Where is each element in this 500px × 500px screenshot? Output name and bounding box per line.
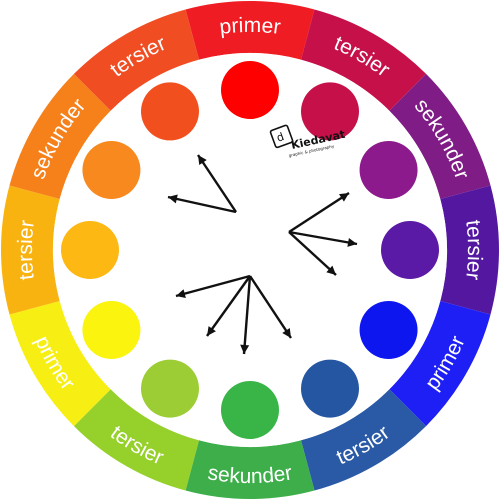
color-swatch [359,141,418,199]
color-swatch [359,301,418,359]
wheel-segment-sekunder [389,73,491,200]
harmony-arrows [167,154,358,355]
wheel-segment-tersier [300,389,427,491]
color-swatch [82,301,141,359]
color-swatch [141,82,199,141]
segment-label-sekunder: sekunder [206,461,294,488]
wheel-segment-sekunder [185,440,315,499]
arrow-split-a [288,191,350,234]
wheel-segment-tersier [73,9,200,111]
color-swatches [61,61,439,439]
svg-text:d: d [275,130,286,145]
wheel-segment-tersier [300,9,427,111]
segment-label-primer: primer [218,14,282,39]
color-swatch [141,359,199,418]
arrow-tetradic-b [206,275,251,337]
arrow-tetradic-a [175,274,251,298]
arrow-complementary-b [167,194,237,214]
segment-label-tersier: tersier [461,219,486,282]
arrow-split-b [288,230,358,247]
wheel-segment-tersier [440,185,499,315]
arrow-complementary-a [197,154,237,213]
arrow-tetradic-c [240,275,252,355]
segment-label-tersier: tersier [14,219,39,282]
wheel-segment-primer [389,300,491,427]
color-swatch [301,359,359,418]
wheel-segment-primer [185,0,315,60]
logo-icon: d [269,124,294,149]
color-swatch [221,61,279,119]
color-swatch [221,381,279,439]
color-swatch [82,141,141,199]
color-swatch [61,221,119,279]
color-swatch [301,82,359,141]
color-swatch [381,221,439,279]
wheel-segment-primer [9,300,111,427]
wheel-segment-tersier [73,389,200,491]
arrow-split-c [288,231,337,276]
wheel-segment-tersier [0,185,60,315]
arrow-tetradic-d [248,275,293,339]
wheel-inner-area [53,53,447,447]
wheel-segment-sekunder [9,73,111,200]
